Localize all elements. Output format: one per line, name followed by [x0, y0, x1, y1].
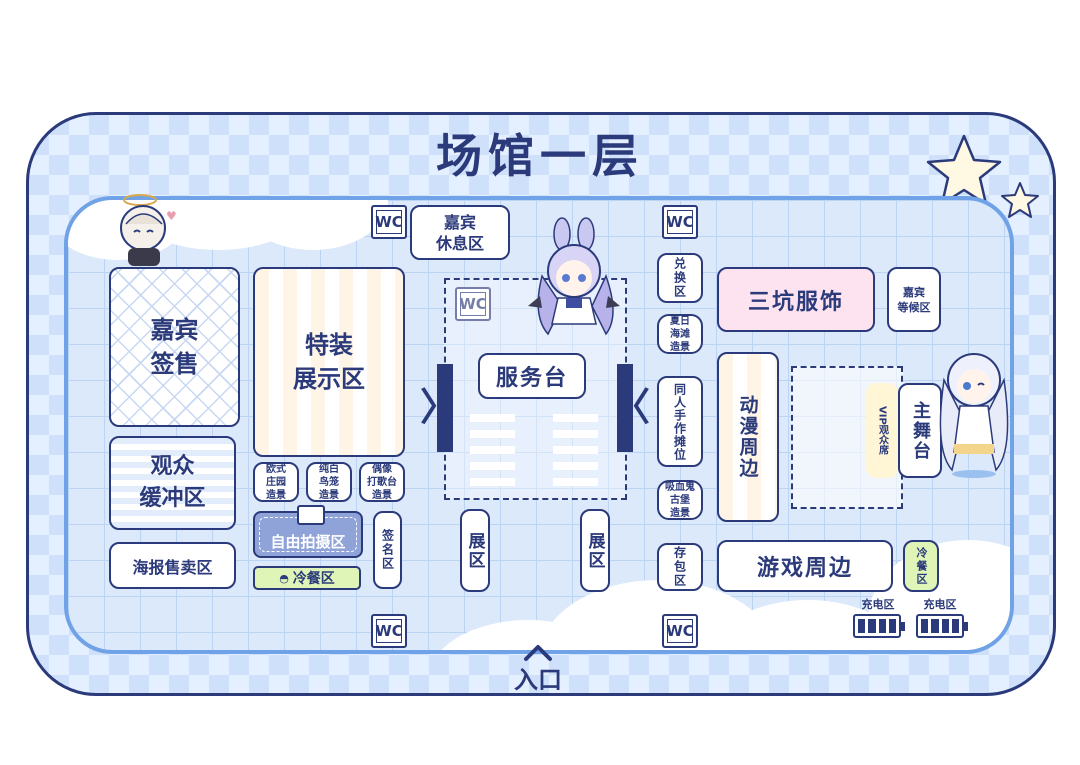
cold-food-area-left[interactable]: ◓ 冷餐区 [253, 566, 361, 590]
summer-beach-scenery[interactable]: 夏日 海滩 造景 [657, 314, 703, 354]
vip-audience-seats[interactable]: VIP观众席 [866, 383, 898, 478]
sankeng-apparel-area[interactable]: 三坑服饰 [717, 267, 875, 332]
arrow-left-icon: 〈 [612, 385, 651, 429]
service-desk[interactable]: 服务台 [478, 353, 586, 399]
exhibit-area-left[interactable]: 展区 [460, 509, 490, 592]
doujin-handmade-booth[interactable]: 同人手作摊位 [657, 376, 703, 467]
charging-label-1: 充电区 [861, 598, 895, 611]
svg-text:♥: ♥ [166, 209, 177, 223]
dish-icon: ◓ [279, 571, 289, 585]
floor-title: 场馆一层 [436, 129, 644, 183]
wc-center[interactable]: WC [455, 287, 491, 321]
signing-area[interactable]: 签名区 [373, 511, 402, 589]
chibi-character-icon: ♥ [120, 194, 177, 266]
anime-merch-area[interactable]: 动漫周边 [717, 352, 779, 522]
star-icon [926, 134, 1002, 206]
pure-white-scenery[interactable]: 纯白 鸟笼 造景 [306, 462, 352, 502]
entrance-arrow-icon [524, 645, 552, 661]
camera-icon [297, 505, 325, 525]
crosswalk-line [553, 430, 598, 438]
crosswalk-line [470, 414, 515, 422]
audience-buffer-area[interactable]: 观众 缓冲区 [109, 436, 236, 530]
special-display-area[interactable]: 特装 展示区 [253, 267, 405, 457]
arrow-right-icon: 〉 [420, 385, 459, 429]
crosswalk-line [470, 446, 515, 454]
locker-area[interactable]: 存包区 [657, 543, 703, 591]
main-stage[interactable]: 主舞台 [898, 383, 942, 478]
crosswalk-line [553, 414, 598, 422]
wc-top-right[interactable]: WC [662, 205, 698, 239]
charging-label-2: 充电区 [923, 598, 957, 611]
chibi-rabbit-girl-icon [528, 217, 620, 336]
crosswalk-line [470, 462, 515, 470]
wc-bottom-right[interactable]: WC [662, 614, 698, 648]
guest-signing-area[interactable]: 嘉宾 签售 [109, 267, 240, 427]
idol-stage-scenery[interactable]: 偶像 打歌台 造景 [359, 462, 405, 502]
crosswalk-line [553, 478, 598, 486]
battery-icon [853, 614, 905, 638]
crosswalk-line [553, 446, 598, 454]
euro-manor-scenery[interactable]: 欧式 庄园 造景 [253, 462, 299, 502]
wc-top-left[interactable]: WC [371, 205, 407, 239]
crosswalk-line [470, 430, 515, 438]
game-merch-area[interactable]: 游戏周边 [717, 540, 893, 592]
exchange-area[interactable]: 兑换区 [657, 253, 703, 303]
battery-icon [916, 614, 968, 638]
guest-lounge-area[interactable]: 嘉宾 休息区 [410, 205, 510, 260]
crosswalk-line [470, 478, 515, 486]
guest-waiting-area[interactable]: 嘉宾 等候区 [887, 267, 941, 332]
free-photo-label: 自由拍摄区 [270, 533, 346, 551]
small-star-icon [1001, 182, 1039, 218]
right-gate [617, 364, 633, 452]
exhibit-area-right[interactable]: 展区 [580, 509, 610, 592]
chibi-stage-girl-icon [939, 353, 1009, 478]
vampire-castle-scenery[interactable]: 吸血鬼 古堡 造景 [657, 480, 703, 520]
poster-sale-area[interactable]: 海报售卖区 [109, 542, 236, 589]
left-gate [437, 364, 453, 452]
crosswalk-line [553, 462, 598, 470]
entrance-label: 入口 [514, 666, 562, 694]
free-photo-area[interactable]: 自由拍摄区 [253, 505, 363, 558]
cold-food-area-right[interactable]: 冷餐区 [903, 540, 939, 592]
cold-food-label-left: 冷餐区 [292, 571, 335, 587]
wc-bottom-left[interactable]: WC [371, 614, 407, 648]
